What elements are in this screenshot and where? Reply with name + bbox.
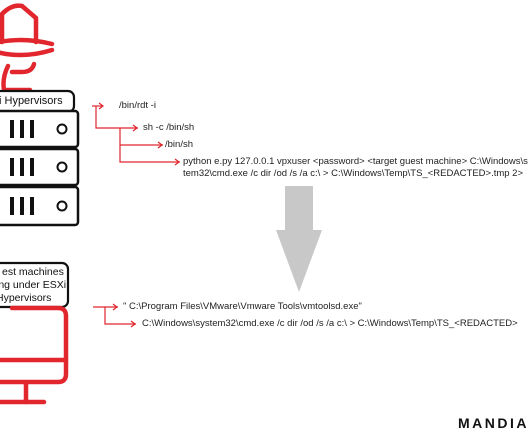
hacker-icon — [0, 3, 55, 93]
guest-command-2: C:\Windows\system32\cmd.exe /c dir /od /… — [142, 318, 518, 329]
vm-label-line-2: ing under ESXi — [0, 279, 67, 291]
esxi-command-2: sh -c /bin/sh — [143, 122, 195, 133]
esxi-command-4: python e.py 127.0.0.1 vpxuser <password>… — [183, 156, 528, 167]
server-rack-icon — [0, 109, 80, 227]
mandiant-logo: MANDIA — [458, 415, 529, 431]
esxi-command-1: /bin/rdt -i — [119, 100, 156, 111]
hypervisor-label: i Hypervisors — [0, 95, 63, 107]
monitor-icon — [0, 305, 69, 405]
esxi-command-5: tem32\cmd.exe /c dir /od /s /a c:\ > C:\… — [183, 168, 524, 179]
vm-label-line-3: Hypervisors — [0, 292, 52, 304]
guest-command-tree — [93, 303, 136, 328]
logo-text: MANDIA — [458, 415, 529, 431]
guest-command-1: " C:\Program Files\VMware\Vmware Tools\v… — [123, 301, 362, 312]
vm-label-line-1: est machines — [2, 266, 64, 278]
esxi-command-tree — [92, 102, 180, 166]
down-arrow-icon — [276, 186, 322, 292]
esxi-command-3: /bin/sh — [165, 139, 193, 150]
